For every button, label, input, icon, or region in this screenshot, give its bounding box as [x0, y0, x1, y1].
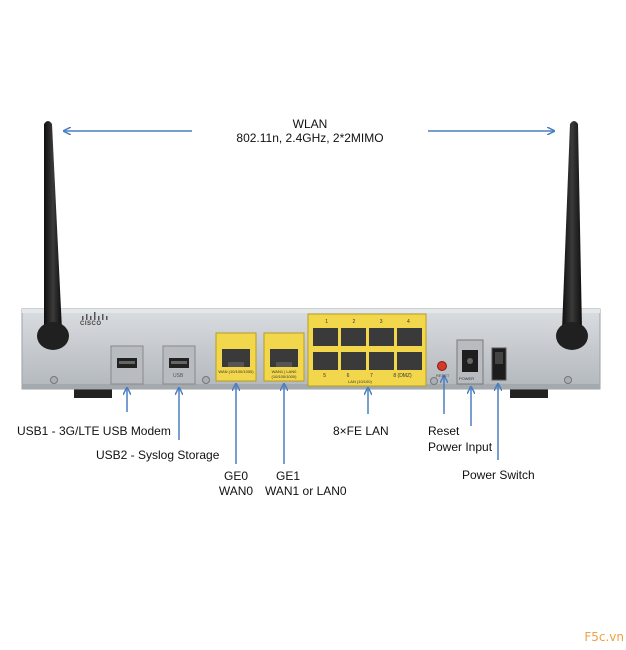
screw-right — [564, 376, 572, 384]
cisco-brand-text: CISCO — [80, 321, 102, 327]
power-switch-label: Power Switch — [462, 468, 535, 482]
power-switch[interactable] — [491, 347, 507, 381]
usb1-label: USB1 - 3G/LTE USB Modem — [17, 424, 171, 438]
left-antenna — [37, 121, 69, 350]
usb1-port[interactable] — [110, 345, 144, 385]
screw-left — [50, 376, 58, 384]
cisco-logo — [82, 312, 108, 320]
lan-num-5: 5 — [323, 373, 327, 379]
reset-button[interactable] — [437, 361, 447, 371]
watermark: F5c.vn — [584, 630, 624, 644]
wlan-title: WLAN — [292, 117, 328, 131]
wan1-lan-port-text: WAN1 | LAN0 (10/100/1000) — [271, 369, 297, 379]
wan-port-text: WAN (10/100/1000) — [218, 369, 254, 374]
fe-lan-ports[interactable] — [307, 313, 427, 387]
screw-mid — [202, 376, 210, 384]
lan-numbers-top: 1 2 3 4 — [313, 319, 422, 325]
reset-port-text: RESET — [436, 373, 450, 378]
lan-num-7: 7 — [370, 373, 373, 379]
lan-num-4: 4 — [406, 319, 410, 325]
reset-label: Reset — [428, 424, 460, 438]
lan-num-3: 3 — [379, 319, 383, 325]
lan-num-2: 2 — [352, 319, 356, 325]
wlan-spec: 802.11n, 2.4GHz, 2*2MIMO — [236, 131, 384, 145]
right-antenna — [556, 121, 588, 350]
usb-port-text: USB — [173, 373, 184, 379]
lan-num-6: 6 — [346, 373, 350, 379]
left-foot — [74, 388, 112, 398]
lan-numbers-bottom: 5 6 7 8 (DMZ) — [313, 373, 422, 379]
lan-port-text: LAN (10/100) — [348, 379, 372, 384]
usb2-label: USB2 - Syslog Storage — [96, 448, 220, 462]
power-port-text: POWER — [459, 376, 475, 381]
lan-num-8: 8 (DMZ) — [393, 373, 412, 379]
power-input-label: Power Input — [428, 440, 493, 454]
ge0-wan-port[interactable] — [215, 332, 257, 382]
power-input-port[interactable] — [456, 339, 484, 385]
screw-lan — [430, 377, 438, 385]
ge0-label-line2: WAN0 — [218, 484, 254, 498]
ge1-label-line1: GE1 — [276, 469, 301, 483]
ge0-label-line1: GE0 — [223, 469, 248, 483]
lan-num-1: 1 — [325, 319, 329, 325]
usb2-port[interactable] — [162, 345, 196, 385]
right-foot — [510, 388, 548, 398]
fe-lan-label: 8×FE LAN — [333, 424, 389, 438]
ge1-label-line2: WAN1 or LAN0 — [265, 484, 347, 498]
ge1-wan1-lan0-port[interactable] — [263, 332, 305, 382]
